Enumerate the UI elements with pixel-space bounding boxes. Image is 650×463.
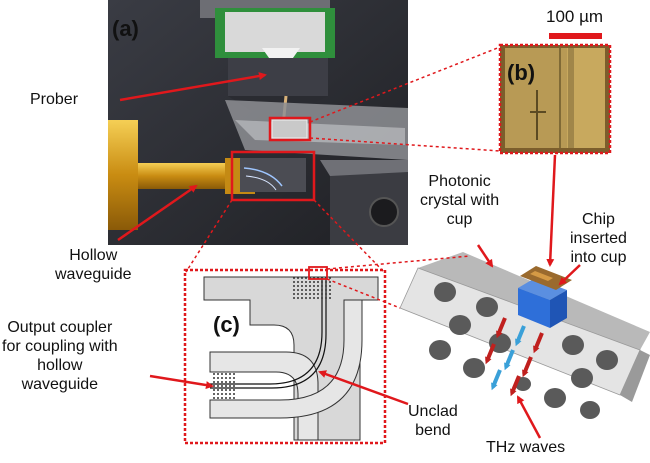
inset-panel-b bbox=[498, 43, 612, 155]
device-highlight-box bbox=[230, 150, 316, 202]
label-thz-waves: THz waves bbox=[486, 439, 566, 456]
panel-label-a: (a) bbox=[112, 16, 139, 41]
label-output-coupler: Output coupler for coupling with hollow … bbox=[2, 319, 118, 393]
chip-highlight-box bbox=[268, 116, 312, 142]
label-unclad-bend: Unclad bend bbox=[408, 403, 458, 439]
label-prober: Prober bbox=[30, 91, 79, 108]
photonic-crystal-block bbox=[399, 252, 650, 419]
waveguide-flange bbox=[108, 120, 138, 230]
label-hollow-waveguide: Hollow waveguide bbox=[55, 247, 132, 283]
annotation-arrows bbox=[117, 72, 581, 439]
photo-panel-a bbox=[108, 0, 408, 245]
connector-lines bbox=[185, 46, 501, 309]
scale-bar bbox=[549, 33, 602, 39]
panel-label-c: (c) bbox=[213, 312, 240, 337]
label-photonic-crystal: Photonic crystal with cup bbox=[420, 173, 500, 228]
output-coupler-region bbox=[212, 372, 236, 400]
photonic-crystal-region bbox=[293, 277, 333, 300]
label-chip-inserted: Chip inserted into cup bbox=[570, 211, 627, 266]
chip-blue bbox=[518, 288, 550, 328]
panel-label-b: (b) bbox=[507, 60, 536, 85]
scale-bar-label: 100 µm bbox=[546, 7, 604, 26]
inset-panel-c bbox=[183, 266, 387, 445]
